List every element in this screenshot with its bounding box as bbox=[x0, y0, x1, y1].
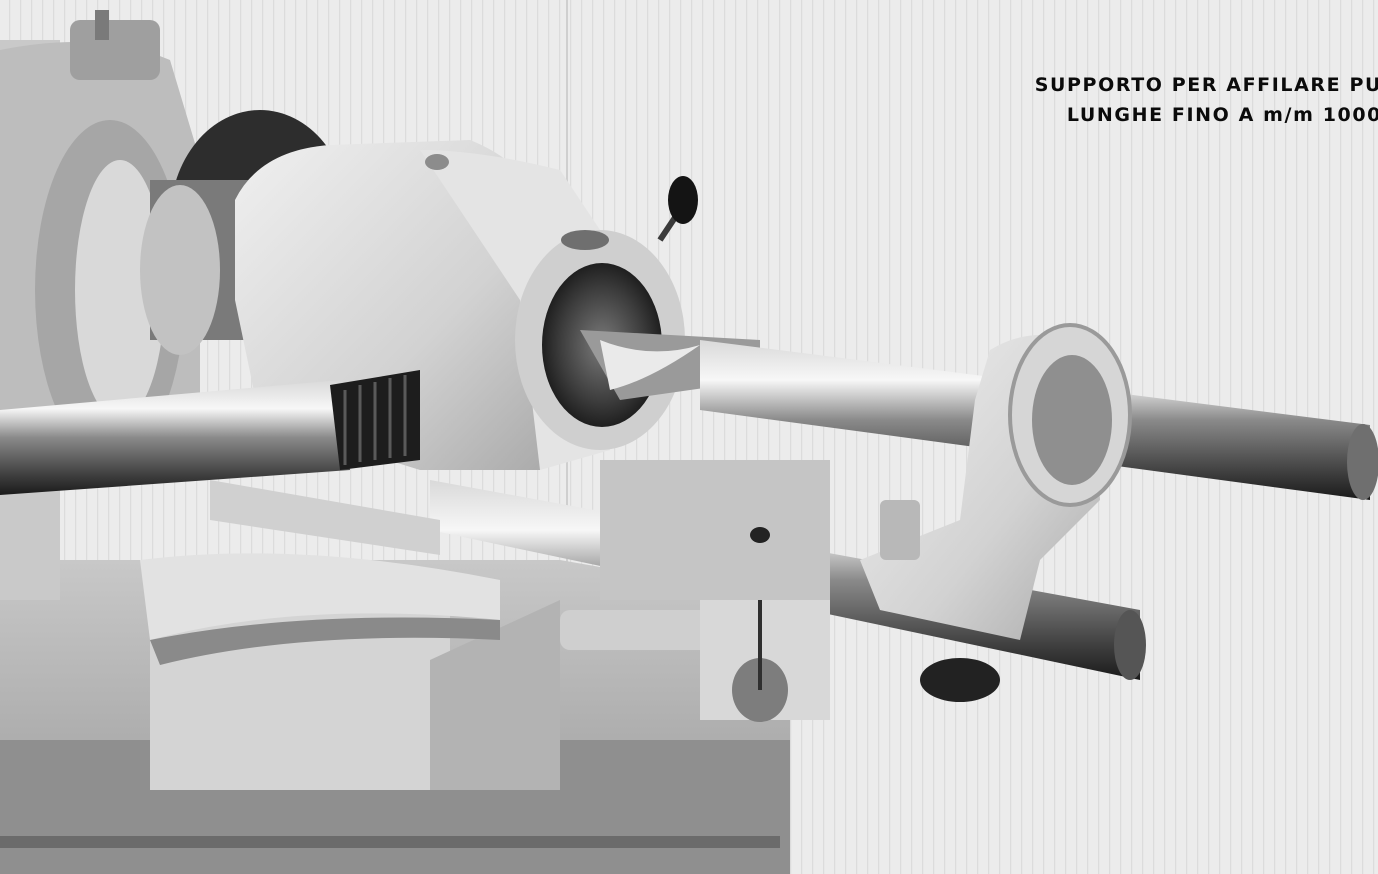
caption-text: SUPPORTO PER AFFILARE PU LUNGHE FINO A m… bbox=[942, 70, 1378, 130]
caption-line-2: LUNGHE FINO A m/m 1000 bbox=[1066, 104, 1378, 126]
caption-line-1: SUPPORTO PER AFFILARE PU bbox=[1034, 74, 1378, 96]
